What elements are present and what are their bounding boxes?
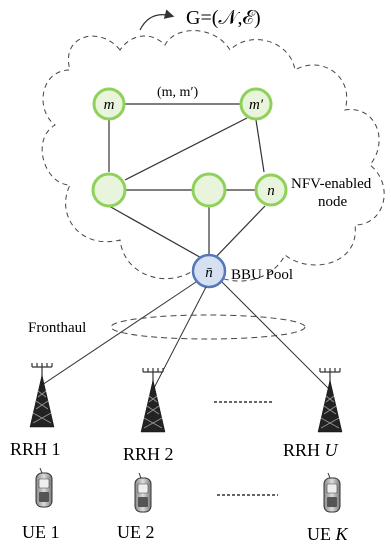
rrh-tower-1 xyxy=(29,363,55,428)
ue-2-label: UE 2 xyxy=(117,522,155,542)
ue-phone-2 xyxy=(134,472,152,513)
bbu-pool-node xyxy=(191,253,227,289)
fronthaul-label: Fronthaul xyxy=(28,320,86,336)
nfv-label-line2: node xyxy=(318,194,348,210)
ue-phone-k xyxy=(323,472,341,513)
node-left xyxy=(91,172,127,208)
nfv-label-line1: NFV-enabled xyxy=(291,176,372,192)
node-n xyxy=(254,173,288,207)
edge-label: (m, m′) xyxy=(157,85,199,100)
node-m-prime-label: m′ xyxy=(249,97,264,113)
fronthaul-links xyxy=(41,281,331,391)
ue-k-prefix: UE xyxy=(307,524,336,544)
nfv-nodes: m m′ n xyxy=(91,87,288,208)
bbu-node-label: n̄ xyxy=(205,265,213,281)
ue-k-var: K xyxy=(335,524,349,544)
bbu-pool-label: BBU Pool xyxy=(231,267,293,283)
nfv-label: NFV-enabled node xyxy=(291,176,375,210)
rrh-tower-2 xyxy=(140,368,166,433)
cloud-outline xyxy=(41,30,385,282)
fronthaul-ellipse xyxy=(110,314,306,340)
rrh-2-label: RRH 2 xyxy=(123,444,174,464)
rrh-u-var: U xyxy=(325,440,339,460)
ue-phone-1 xyxy=(35,467,53,508)
node-m xyxy=(92,87,126,121)
rrh-1-label: RRH 1 xyxy=(10,439,61,459)
graph-label: G=(𝒩,ℰ) xyxy=(186,7,261,29)
node-middle xyxy=(191,172,227,208)
ue-1-label: UE 1 xyxy=(22,522,60,542)
rrh-tower-u xyxy=(317,368,343,433)
rrh-u-prefix: RRH xyxy=(283,440,325,460)
node-m-prime xyxy=(239,87,273,121)
ue-k-label: UE K xyxy=(307,524,349,544)
node-m-label: m xyxy=(104,97,115,113)
graph-arrow xyxy=(139,9,175,31)
rrh-u-label: RRH U xyxy=(283,440,339,460)
node-n-label: n xyxy=(267,183,275,199)
graph-edges xyxy=(108,103,266,261)
